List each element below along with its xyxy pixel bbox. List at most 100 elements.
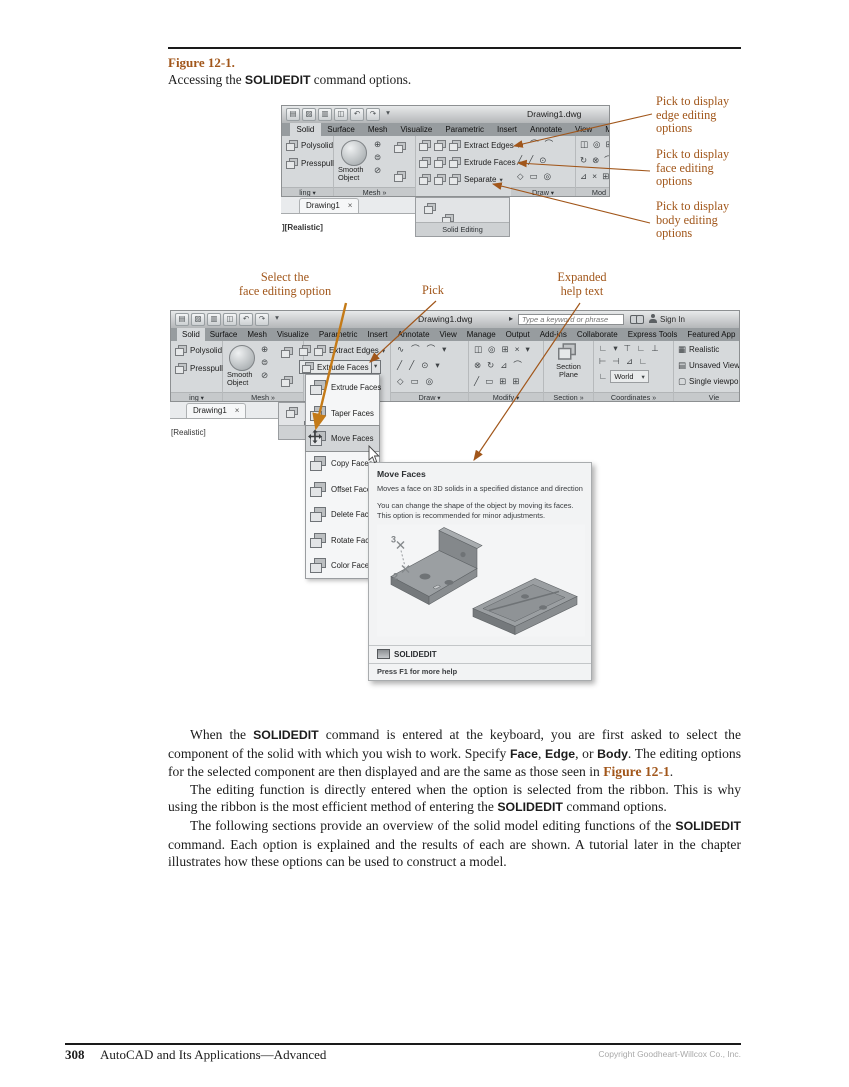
draw-polygon-icon[interactable]: ◇ bbox=[397, 376, 404, 386]
separate-caret-icon[interactable]: ▾ bbox=[499, 176, 503, 184]
ucs-left-icon[interactable]: ⊢ bbox=[599, 356, 607, 366]
s2-coordinates-panel-label[interactable]: Coordinates bbox=[594, 392, 673, 401]
s1-extract-edges-button[interactable]: Extract Edges ▾ bbox=[419, 140, 520, 151]
new-icon[interactable]: ▥ bbox=[207, 313, 221, 326]
s2-tab-mesh[interactable]: Mesh bbox=[247, 330, 267, 339]
qat-customize-icon[interactable]: ▾ bbox=[386, 108, 390, 117]
s2-tab-manage[interactable]: Manage bbox=[466, 330, 496, 339]
mesh-refine-icon[interactable]: ⊕ bbox=[261, 344, 269, 354]
s2-file-tab[interactable]: Drawing1× bbox=[186, 403, 247, 418]
draw-line-icon[interactable]: ╱ bbox=[517, 155, 523, 165]
draw-ellipse-icon[interactable]: ◎ bbox=[425, 376, 433, 386]
draw-ellipse-icon[interactable]: ◎ bbox=[543, 171, 551, 181]
smooth-object-icon[interactable] bbox=[341, 140, 367, 166]
draw-pline-icon[interactable]: ∿ bbox=[397, 344, 405, 354]
section-plane-label[interactable]: Section Plane bbox=[556, 362, 581, 379]
draw-arc-icon[interactable]: ⌒ bbox=[426, 344, 436, 354]
modify-fillet-icon[interactable]: ⌒ bbox=[604, 155, 609, 166]
modify-line-icon[interactable]: ╱ bbox=[474, 376, 480, 386]
modify-scale-icon[interactable]: ⊞ bbox=[602, 171, 610, 181]
s1-viewport-controls[interactable]: ][Realistic] bbox=[282, 223, 323, 232]
mesh-cube-icon[interactable] bbox=[394, 142, 406, 153]
flyout-clean-icon[interactable] bbox=[286, 407, 298, 418]
s1-tab-insert[interactable]: Insert bbox=[497, 125, 518, 134]
save-icon[interactable]: ▤ bbox=[175, 313, 189, 326]
ucs-icon[interactable]: ∟ bbox=[599, 343, 608, 353]
undo-icon[interactable]: ↶ bbox=[239, 313, 253, 326]
modify-rotate-icon[interactable]: ↻ bbox=[580, 155, 588, 165]
s1-file-tab[interactable]: Drawing1× bbox=[299, 198, 360, 213]
sign-in-label[interactable]: Sign In bbox=[660, 315, 685, 324]
modify-mirror-icon[interactable]: ◫ bbox=[474, 344, 483, 354]
modify-scale-icon[interactable]: ⊞ bbox=[499, 376, 507, 386]
ucs-plane-icon[interactable]: ⊿ bbox=[625, 356, 633, 366]
mesh-cube-icon[interactable] bbox=[281, 347, 293, 358]
s1-modify-panel-label[interactable]: Mod bbox=[576, 187, 609, 196]
s2-modeling-panel-label[interactable]: ing bbox=[171, 392, 222, 401]
s1-tab-surface[interactable]: Surface bbox=[327, 125, 355, 134]
s2-tab-view[interactable]: View bbox=[439, 330, 457, 339]
menu-item-extrude-faces[interactable]: Extrude Faces bbox=[306, 375, 381, 400]
modify-offset-icon[interactable]: ◎ bbox=[593, 139, 601, 149]
extrude-faces-caret-icon[interactable]: ▾ bbox=[371, 360, 381, 374]
s1-tab-manage[interactable]: Manag bbox=[599, 123, 609, 136]
modify-erase-icon[interactable]: × bbox=[514, 344, 520, 354]
ucs-axis2-icon[interactable]: ∟ bbox=[637, 343, 646, 353]
draw-caret2-icon[interactable]: ▾ bbox=[435, 360, 440, 370]
s1-file-tab-close-icon[interactable]: × bbox=[347, 201, 353, 210]
menu-item-color-faces[interactable]: Color Faces bbox=[306, 553, 379, 578]
modify-erase-icon[interactable]: × bbox=[592, 171, 598, 181]
ucs-up-icon[interactable]: ⊤ bbox=[623, 343, 632, 353]
s2-tab-addins[interactable]: Add-ins bbox=[539, 330, 567, 339]
draw-circle-icon[interactable]: ⊙ bbox=[539, 155, 547, 165]
s1-presspull-button[interactable]: Presspull bbox=[286, 158, 334, 169]
s2-polysolid-button[interactable]: Polysolid bbox=[175, 345, 222, 356]
help-search-input[interactable] bbox=[518, 313, 624, 325]
s1-flyout-label[interactable]: Solid Editing bbox=[416, 222, 509, 236]
mesh-cube2-icon[interactable] bbox=[281, 376, 293, 387]
ucs-down-icon[interactable]: ⊥ bbox=[651, 343, 659, 353]
menu-item-copy-faces[interactable]: Copy Faces bbox=[306, 451, 379, 476]
draw-xline-icon[interactable]: ╱ bbox=[409, 360, 415, 370]
s2-tab-solid[interactable]: Solid bbox=[177, 328, 205, 341]
modify-offset-icon[interactable]: ◎ bbox=[488, 344, 496, 354]
s2-tab-featured-apps[interactable]: Featured App bbox=[687, 330, 736, 339]
modify-trim-icon[interactable]: ⊿ bbox=[580, 171, 588, 181]
mesh-smooth-more-icon[interactable]: ⊜ bbox=[374, 152, 382, 162]
s2-tab-surface[interactable]: Surface bbox=[209, 330, 238, 339]
s2-extrude-faces-split-button[interactable]: Extrude Faces ▾ bbox=[299, 360, 381, 374]
redo-icon[interactable]: ↷ bbox=[366, 108, 380, 121]
menu-item-rotate-faces[interactable]: Rotate Faces bbox=[306, 527, 379, 552]
s2-tab-parametric[interactable]: Parametric bbox=[318, 330, 358, 339]
s2-modify-panel-label[interactable]: Modify bbox=[469, 392, 543, 401]
smooth-object-label[interactable]: Smooth Object bbox=[227, 370, 253, 387]
s2-viewport-controls[interactable]: [Realistic] bbox=[171, 428, 206, 437]
draw-caret-icon[interactable]: ▾ bbox=[442, 344, 447, 354]
draw-spline-icon[interactable]: ⌒ bbox=[411, 344, 420, 354]
menu-item-move-faces[interactable]: Move Faces bbox=[305, 424, 380, 453]
s2-tab-insert[interactable]: Insert bbox=[367, 330, 388, 339]
s2-tab-express-tools[interactable]: Express Tools bbox=[627, 330, 678, 339]
modify-explode-icon[interactable]: ⊗ bbox=[474, 360, 482, 370]
qat-customize-icon[interactable]: ▾ bbox=[275, 313, 279, 322]
modify-array2-icon[interactable]: ⊞ bbox=[512, 376, 520, 386]
ucs-axis3-icon[interactable]: ∟ bbox=[638, 356, 648, 366]
s1-tab-parametric[interactable]: Parametric bbox=[445, 125, 484, 134]
mesh-smooth-less-icon[interactable]: ⊘ bbox=[261, 370, 269, 380]
visual-style-dropdown[interactable]: ▦ Realistic bbox=[678, 344, 719, 355]
s1-tab-solid[interactable]: Solid bbox=[290, 123, 321, 136]
s1-draw-panel-label[interactable]: Draw bbox=[511, 187, 575, 196]
draw-pline-icon[interactable]: ∿ bbox=[517, 139, 525, 149]
viewport-config-dropdown[interactable]: ▢ Single viewpo bbox=[678, 376, 738, 387]
extract-edges-caret-icon[interactable]: ▾ bbox=[381, 347, 386, 355]
draw-xline-icon[interactable]: ╱ bbox=[528, 155, 534, 165]
s2-tab-output[interactable]: Output bbox=[505, 330, 530, 339]
world-ucs-dropdown[interactable]: World ▾ bbox=[610, 370, 649, 383]
modify-trim-icon[interactable]: ⊿ bbox=[500, 360, 508, 370]
draw-rect-icon[interactable]: ▭ bbox=[410, 376, 419, 386]
menu-item-delete-faces[interactable]: Delete Faces bbox=[306, 502, 379, 527]
s1-polysolid-button[interactable]: Polysolid bbox=[286, 140, 333, 151]
named-view-dropdown[interactable]: ▤ Unsaved View bbox=[678, 360, 739, 371]
search-arrow-icon[interactable]: ▸ bbox=[509, 314, 514, 323]
s1-tab-visualize[interactable]: Visualize bbox=[400, 125, 433, 134]
